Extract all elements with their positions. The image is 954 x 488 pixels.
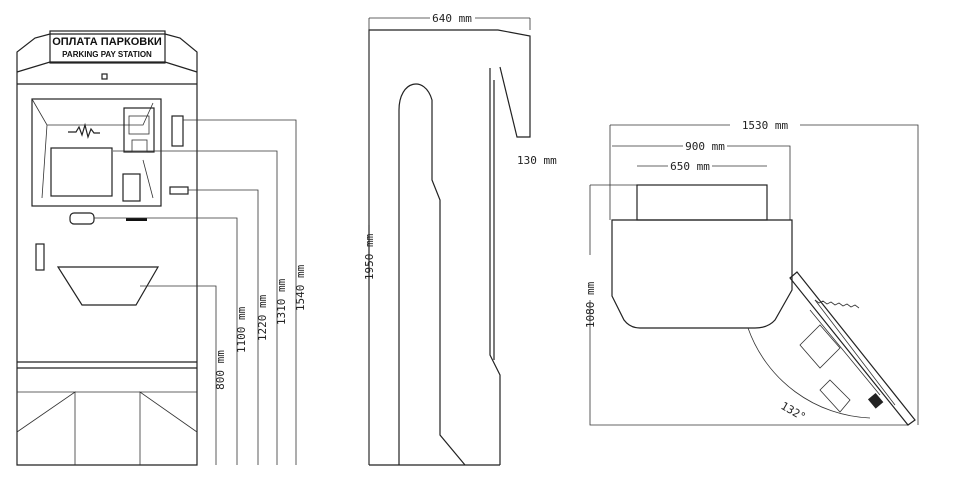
- dim-800: 800 mm: [214, 350, 227, 390]
- sign-title-ru: ОПЛАТА ПАРКОВКИ: [52, 36, 162, 48]
- front-view: ОПЛАТА ПАРКОВКИ PARKING PAY STATION 800 …: [16, 30, 307, 466]
- body-plan: [611, 219, 793, 329]
- angle-132: 132°: [779, 399, 808, 424]
- dim-1220: 1220 mm: [256, 294, 269, 341]
- coin-tray: [56, 266, 160, 306]
- top-view: 1530 mm 900 mm 650 mm 1080 mm 132°: [584, 119, 919, 426]
- camera-icon: [101, 73, 108, 80]
- side-profile: [398, 83, 466, 466]
- door-angle-arc: [747, 327, 871, 419]
- display-screen: [50, 147, 113, 197]
- service-lock: [35, 243, 45, 271]
- sign-panel: [49, 30, 166, 64]
- dim-1310: 1310 mm: [275, 278, 288, 325]
- coin-acceptor: [171, 115, 184, 147]
- side-view: 640 mm 130 mm 1950 mm: [363, 12, 557, 466]
- receipt-slot: [126, 218, 147, 221]
- reader-panel: [123, 107, 155, 153]
- header-lower-edge: [16, 61, 198, 73]
- dim-1100: 1100 mm: [235, 306, 248, 353]
- dim-1950: 1950 mm: [363, 233, 376, 280]
- open-door: [789, 271, 916, 426]
- dim-1080: 1080 mm: [584, 281, 597, 328]
- keypad-icon: [122, 173, 141, 202]
- dim-1540: 1540 mm: [294, 264, 307, 311]
- card-wave-icon: [68, 122, 100, 140]
- top-housing: [636, 184, 768, 221]
- dim-640: 640 mm: [432, 12, 472, 25]
- ticket-slot: [69, 212, 95, 225]
- dim-130: 130 mm: [517, 154, 557, 167]
- bill-acceptor: [169, 186, 189, 195]
- dim-1530: 1530 mm: [742, 119, 789, 132]
- sign-title-en: PARKING PAY STATION: [62, 50, 152, 59]
- screen-recess: [31, 98, 162, 207]
- side-outline: [368, 29, 531, 466]
- dim-900: 900 mm: [685, 140, 725, 153]
- dim-650: 650 mm: [670, 160, 710, 173]
